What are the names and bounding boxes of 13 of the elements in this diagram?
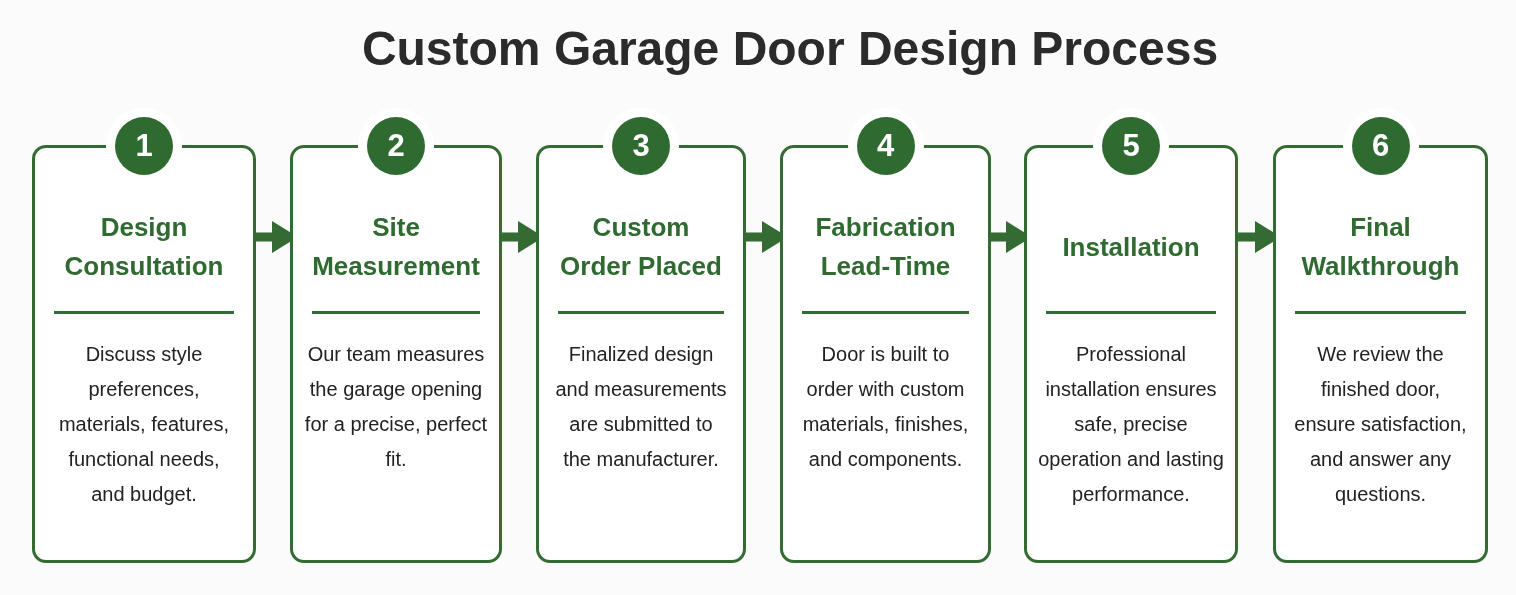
step-description: Our team measures the garage opening for a precise, perfect fit. [303, 342, 489, 472]
step-heading: Final Walkthrough [1300, 211, 1461, 283]
step-description: Door is built to order with custom materials, finishes, and components. [801, 342, 970, 472]
step-heading: Site Measurement [311, 211, 481, 283]
step-heading: Installation [1062, 230, 1200, 264]
step-description: Discuss style preferences, materials, features, functional needs, and budget. [57, 342, 231, 507]
step-description: We review the finished door, ensure satisfaction, and answer any questions. [1293, 342, 1468, 507]
step-description: Finalized design and measurements are submitted to the manufacturer. [554, 342, 728, 472]
step-description: Professional installation ensures safe, precise operation and lasting performance. [1037, 342, 1225, 507]
step-heading: Fabrication Lead-Time [814, 211, 957, 283]
diagram-title: Custom Garage Door Design Process [361, 21, 1219, 77]
step-heading: Design Consultation [63, 211, 225, 283]
step-heading: Custom Order Placed [559, 211, 723, 283]
